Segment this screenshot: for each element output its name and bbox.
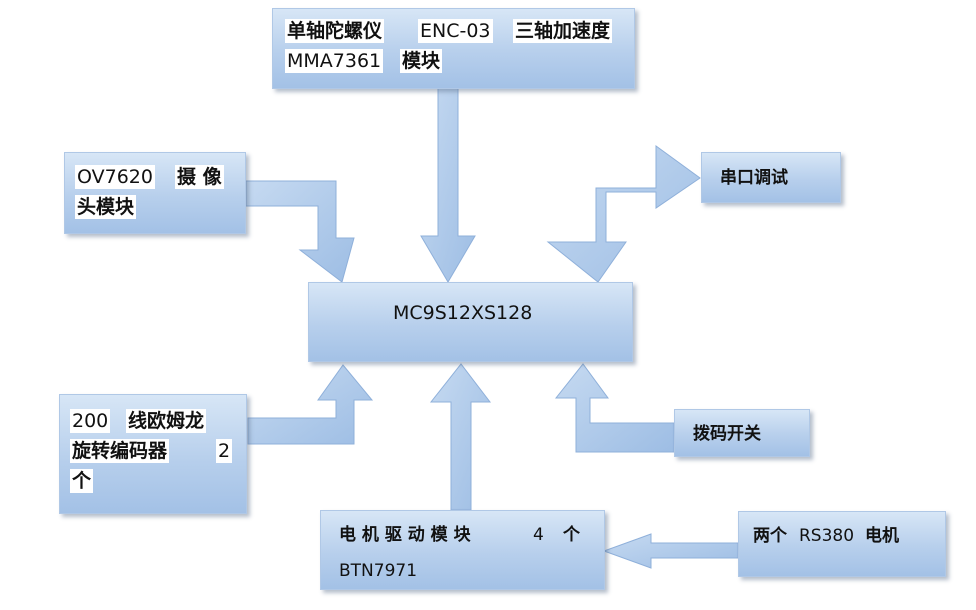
encoder-count: 200 (70, 409, 111, 433)
motor-driver-qty: 4 (533, 525, 544, 545)
motor-model: RS380 (799, 526, 855, 546)
mcu-label: MC9S12XS128 (393, 302, 533, 324)
arrow-gyro-to-mcu (420, 87, 476, 283)
encoder-label: 线欧姆龙 (126, 409, 207, 433)
motor-driver-label: 电 机 驱 动 模 块 (339, 525, 471, 545)
motor-count-label: 两个 (753, 526, 787, 546)
gyro-model: ENC-03 (418, 19, 493, 43)
dip-switch-block: 拨码开关 (674, 409, 810, 457)
accel-model: MMA7361 (285, 49, 384, 73)
gyro-module-label: 模块 (400, 49, 443, 73)
arrow-encoder-to-mcu (247, 364, 374, 445)
camera-label-cont: 头模块 (75, 195, 137, 219)
arrow-dip-to-mcu (554, 363, 675, 453)
arrow-driver-to-mcu (429, 363, 492, 511)
encoder-block: 200 线欧姆龙 旋转编码器 2 个 (59, 394, 247, 514)
camera-block: OV7620 摄 像 头模块 (64, 152, 246, 234)
encoder-qty: 2 (216, 439, 233, 463)
gyro-accel-block: 单轴陀螺仪 ENC-03 三轴加速度 MMA7361 模块 (272, 8, 635, 89)
motor-label: 电机 (865, 526, 899, 546)
serial-debug-block: 串口调试 (701, 152, 841, 203)
camera-model: OV7620 (75, 165, 155, 189)
motor-driver-unit: 个 (563, 525, 580, 545)
accel-label: 三轴加速度 (513, 19, 613, 43)
camera-label: 摄 像 (175, 165, 224, 189)
motor-driver-block: 电 机 驱 动 模 块 4 个 BTN7971 (320, 510, 605, 590)
arrow-mcu-to-serial (546, 145, 701, 283)
arrow-camera-to-mcu (245, 180, 355, 283)
motor-block: 两个 RS380 电机 (738, 511, 946, 577)
gyro-label: 单轴陀螺仪 (285, 19, 385, 43)
arrow-motor-to-driver (602, 533, 739, 569)
mcu-block: MC9S12XS128 (308, 282, 633, 362)
encoder-unit: 个 (70, 469, 94, 493)
dip-switch-label: 拨码开关 (693, 424, 761, 444)
serial-debug-label: 串口调试 (720, 168, 788, 188)
motor-driver-model: BTN7971 (339, 561, 418, 581)
encoder-type: 旋转编码器 (70, 439, 170, 463)
